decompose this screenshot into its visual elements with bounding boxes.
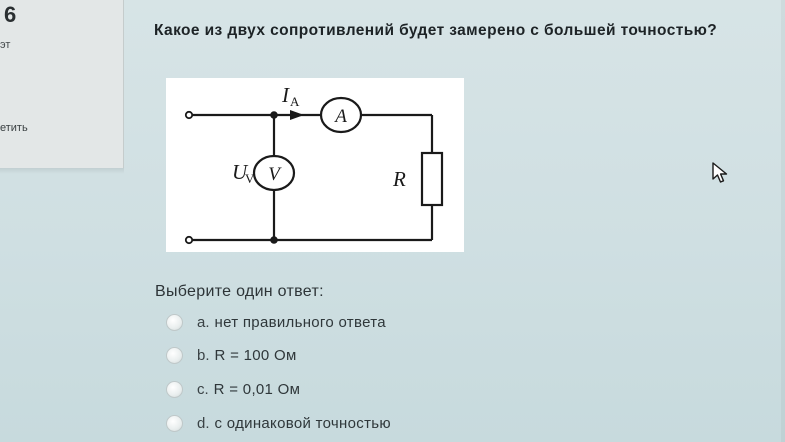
question-text: Какое из двух сопротивлений будет замере… bbox=[154, 22, 718, 39]
answer-option-c[interactable]: c. R = 0,01 Ом bbox=[166, 376, 300, 402]
answer-option-b[interactable]: b. R = 100 Ом bbox=[166, 342, 297, 368]
radio-b[interactable] bbox=[166, 346, 183, 364]
radio-d[interactable] bbox=[166, 414, 183, 432]
answer-letter: d. bbox=[197, 414, 210, 432]
answer-option-a[interactable]: a. нет правильного ответа bbox=[166, 309, 386, 335]
voltage-symbol: U bbox=[232, 160, 249, 184]
screen-edge bbox=[781, 0, 785, 442]
question-status: эт bbox=[0, 39, 11, 51]
answer-text: R = 0,01 Ом bbox=[213, 380, 301, 398]
voltmeter-label: V bbox=[268, 164, 282, 185]
question-number: 6 bbox=[4, 2, 17, 27]
panel-shadow bbox=[0, 168, 124, 174]
mouse-pointer-icon bbox=[712, 162, 728, 183]
answer-text: нет правильного ответа bbox=[214, 313, 386, 331]
radio-c[interactable] bbox=[166, 380, 183, 398]
resistor-label: R bbox=[392, 167, 406, 191]
answer-text: с одинаковой точностью bbox=[214, 414, 391, 432]
answer-option-d[interactable]: d. с одинаковой точностью bbox=[166, 410, 391, 436]
resistor-symbol bbox=[420, 151, 444, 207]
voltage-subscript: V bbox=[245, 171, 255, 186]
answer-letter: c. bbox=[197, 380, 209, 398]
answer-letter: a. bbox=[197, 313, 210, 331]
current-arrow-icon bbox=[290, 110, 304, 120]
answer-prompt: Выберите один ответ: bbox=[155, 283, 324, 300]
flag-question-link[interactable]: етить bbox=[0, 122, 28, 134]
radio-a[interactable] bbox=[166, 313, 183, 331]
circuit-svg: A V I A U V R bbox=[184, 83, 444, 245]
answer-text: R = 100 Ом bbox=[214, 346, 297, 364]
current-subscript: A bbox=[290, 94, 300, 109]
circuit-diagram: A V I A U V R bbox=[166, 78, 464, 252]
question-info-panel: 6 эт етить bbox=[0, 0, 124, 168]
current-symbol: I bbox=[281, 83, 290, 107]
answer-letter: b. bbox=[197, 346, 210, 364]
ammeter-label: A bbox=[333, 106, 347, 127]
